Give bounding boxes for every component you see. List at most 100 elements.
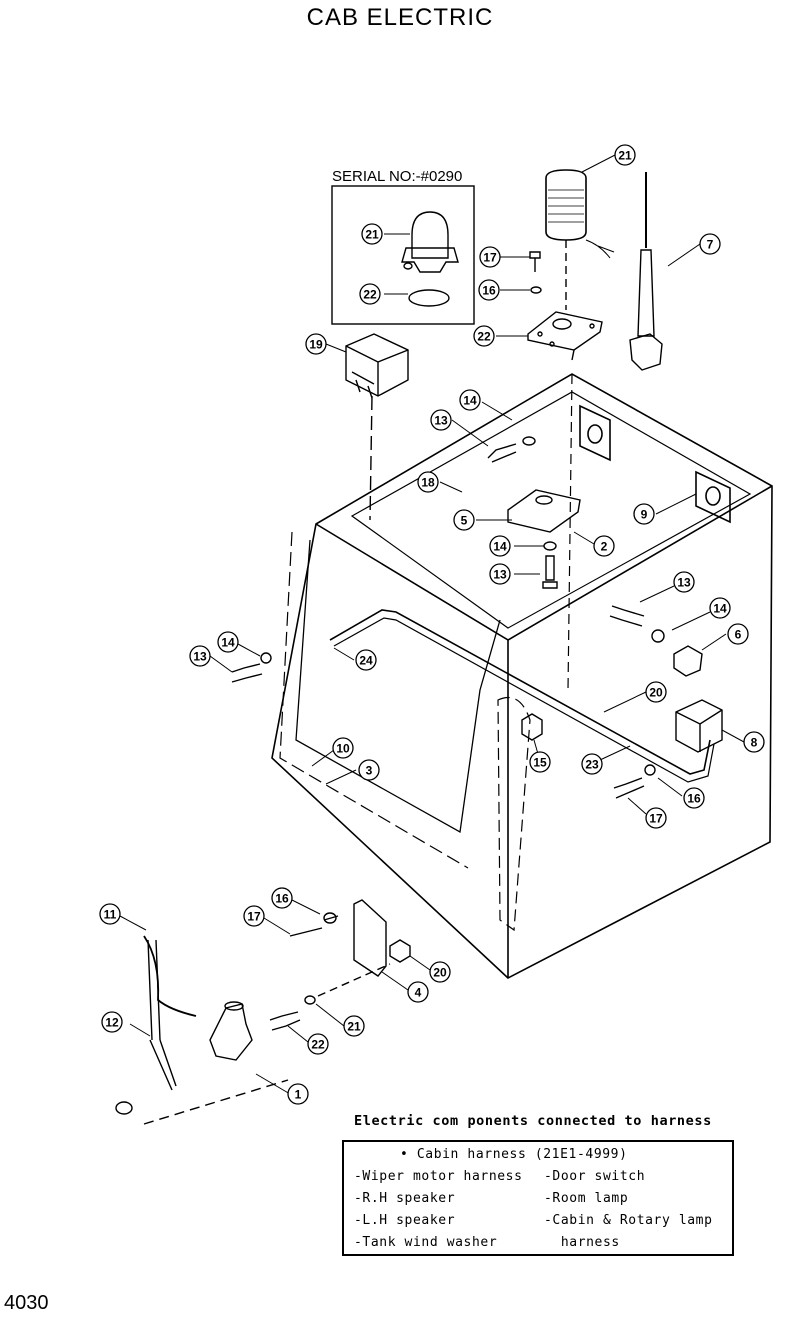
serial-inset-box <box>331 185 475 325</box>
bolt-13-mid <box>542 555 558 589</box>
bolt-13-upper <box>487 443 517 463</box>
callout-22: 22 <box>307 1033 329 1055</box>
harness-item-right: -Door switch <box>544 1169 646 1184</box>
callout-21: 21 <box>343 1015 365 1037</box>
serial-number-note: SERIAL NO:-#0290 <box>332 168 463 185</box>
callout-24: 24 <box>355 649 377 671</box>
callout-number: 16 <box>275 892 289 906</box>
callout-number: 14 <box>493 540 507 554</box>
callout-17: 17 <box>243 905 265 927</box>
callout-5: 5 <box>453 509 475 531</box>
callout-number: 14 <box>221 636 235 650</box>
harness-item-right: harness <box>544 1235 620 1250</box>
callout-number: 22 <box>311 1038 325 1052</box>
callout-number: 16 <box>482 284 496 298</box>
callout-number: 2 <box>601 540 608 554</box>
washer-14-right <box>651 629 665 643</box>
antenna <box>629 172 663 371</box>
washer-16-right <box>644 764 656 776</box>
grommet-6 <box>673 645 703 677</box>
speaker-bracket <box>269 899 411 1031</box>
callout-number: 8 <box>751 736 758 750</box>
callout-1: 1 <box>287 1083 309 1105</box>
wire-harness <box>329 609 723 783</box>
washer-16-top <box>530 286 542 294</box>
callout-number: 10 <box>336 742 350 756</box>
callout-22: 22 <box>473 325 495 347</box>
callout-number: 17 <box>247 910 261 924</box>
inset-rotary-lamp <box>401 211 459 307</box>
harness-item-left: -Tank wind washer <box>354 1235 498 1250</box>
callout-number: 4 <box>415 986 422 1000</box>
callout-number: 23 <box>585 758 599 772</box>
harness-item-left: -Wiper motor harness <box>354 1169 523 1184</box>
callout-13: 13 <box>673 571 695 593</box>
callout-21: 21 <box>614 144 636 166</box>
callout-3: 3 <box>358 759 380 781</box>
callout-number: 13 <box>493 568 507 582</box>
callout-13: 13 <box>489 563 511 585</box>
callout-number: 14 <box>463 394 477 408</box>
callout-14: 14 <box>217 631 239 653</box>
callout-number: 20 <box>649 686 663 700</box>
callout-2: 2 <box>593 535 615 557</box>
callout-7: 7 <box>699 233 721 255</box>
callout-number: 13 <box>677 576 691 590</box>
callout-number: 1 <box>295 1088 302 1102</box>
lamp-bracket <box>527 311 603 361</box>
callout-number: 18 <box>421 476 435 490</box>
callout-number: 5 <box>461 514 468 528</box>
washer-14-upper <box>522 436 536 446</box>
callout-14: 14 <box>459 389 481 411</box>
callout-11: 11 <box>99 903 121 925</box>
harness-box-title: • Cabin harness (21E1-4999) <box>400 1147 628 1162</box>
callout-6: 6 <box>727 623 749 645</box>
cab-body[interactable] <box>271 373 773 979</box>
callout-23: 23 <box>581 753 603 775</box>
leader-lines <box>119 154 745 1095</box>
callout-number: 21 <box>365 228 379 242</box>
callout-14: 14 <box>709 597 731 619</box>
callout-number: 12 <box>105 1016 119 1030</box>
harness-item-left: -L.H speaker <box>354 1213 456 1228</box>
callout-number: 17 <box>649 812 663 826</box>
callout-10: 10 <box>332 737 354 759</box>
callout-number: 21 <box>618 149 632 163</box>
wiper-assembly <box>115 935 289 1125</box>
harness-item-left: -R.H speaker <box>354 1191 456 1206</box>
page-title: CAB ELECTRIC <box>306 4 494 31</box>
callout-16: 16 <box>683 787 705 809</box>
callout-number: 16 <box>687 792 701 806</box>
callout-15: 15 <box>529 751 551 773</box>
callout-22: 22 <box>359 283 381 305</box>
washer-14-left <box>260 652 272 664</box>
relay <box>345 333 409 521</box>
callout-9: 9 <box>633 503 655 525</box>
callout-12: 12 <box>101 1011 123 1033</box>
callout-number: 3 <box>366 764 373 778</box>
callout-4: 4 <box>407 981 429 1003</box>
callout-20: 20 <box>645 681 667 703</box>
callout-number: 7 <box>707 238 714 252</box>
callout-number: 15 <box>533 756 547 770</box>
callout-21: 21 <box>361 223 383 245</box>
bolt-17-right <box>613 777 645 799</box>
harness-item-right: -Room lamp <box>544 1191 629 1206</box>
door-switch <box>521 713 543 741</box>
bolt-13-right <box>609 605 645 627</box>
washer-14-mid <box>543 541 557 551</box>
callout-number: 13 <box>193 650 207 664</box>
callout-number: 9 <box>641 508 648 522</box>
callout-14: 14 <box>489 535 511 557</box>
callout-number: 22 <box>477 330 491 344</box>
page-number: 4030 <box>4 1292 49 1314</box>
callout-number: 6 <box>735 628 742 642</box>
callout-13: 13 <box>189 645 211 667</box>
callout-18: 18 <box>417 471 439 493</box>
callout-number: 24 <box>359 654 373 668</box>
callout-16: 16 <box>271 887 293 909</box>
bolt-13-left <box>231 663 263 683</box>
callout-number: 21 <box>347 1020 361 1034</box>
callout-number: 14 <box>713 602 727 616</box>
